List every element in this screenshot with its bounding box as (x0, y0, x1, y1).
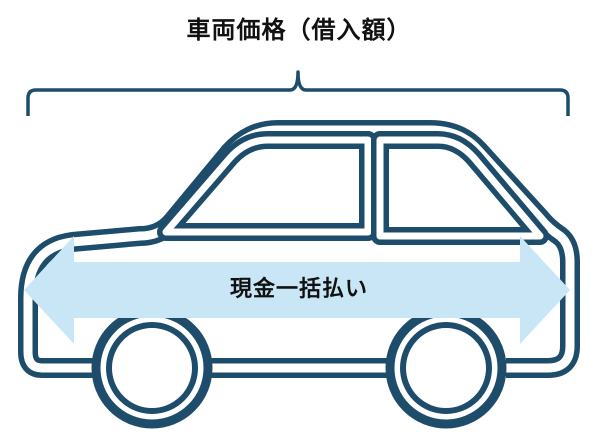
front-wheel (91, 307, 213, 429)
top-brace (26, 70, 570, 116)
rear-wheel (385, 307, 507, 429)
car-windows (157, 131, 549, 245)
cash-payment-arrow (24, 236, 570, 344)
diagram-title: 車両価格（借入額） (186, 16, 412, 44)
arrow-label: 現金一括払い (229, 277, 368, 302)
car-body (18, 120, 580, 378)
